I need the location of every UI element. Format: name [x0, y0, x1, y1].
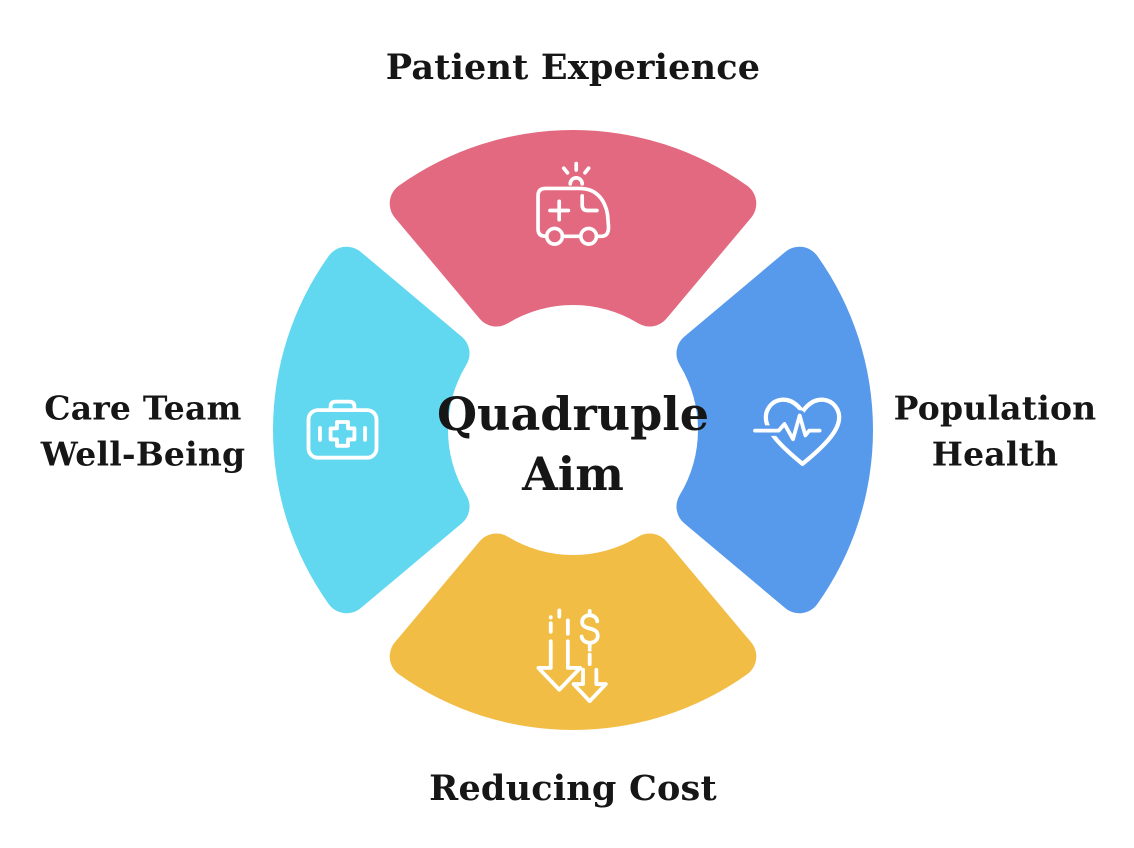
- label-reducing-cost: Reducing Cost: [429, 767, 717, 809]
- first-aid-kit-icon: [306, 399, 379, 460]
- dollar-decrease-icon: [536, 608, 608, 704]
- heart-pulse-icon: [749, 397, 842, 467]
- center-title: Quadruple Aim: [436, 387, 710, 501]
- segment-reducing-cost: [389, 533, 757, 730]
- label-population-health: Population Health: [893, 388, 1097, 473]
- ambulance-icon: [536, 161, 611, 246]
- label-care-team-well-being: Care Team Well-Being: [40, 388, 246, 473]
- label-patient-experience: Patient Experience: [385, 46, 761, 88]
- segment-care-team-well-being: [273, 246, 470, 614]
- segment-patient-experience: [389, 130, 757, 327]
